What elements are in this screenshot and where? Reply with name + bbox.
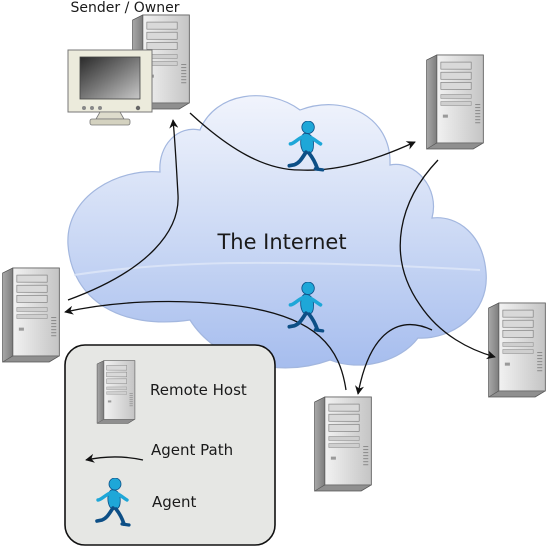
- sender-label: Sender / Owner: [71, 0, 180, 16]
- arrow-icon: [85, 453, 144, 463]
- arrow-host2-to-host3: [355, 324, 433, 395]
- server-tower-icon: [426, 54, 484, 150]
- server-tower-icon: [96, 360, 136, 424]
- arrow-sender-to-host1: [189, 112, 416, 171]
- arrow-host1-to-host2: [399, 159, 496, 360]
- legend-agent-label: Agent: [152, 493, 197, 511]
- legend-agent-path-label: Agent Path: [151, 441, 233, 459]
- cloud-label: The Internet: [216, 230, 346, 254]
- desktop-computer-icon: [67, 49, 153, 126]
- server-tower-icon: [2, 267, 60, 363]
- server-tower-icon: [488, 302, 546, 398]
- server-tower-icon: [314, 396, 372, 492]
- legend-remote-host-label: Remote Host: [150, 381, 247, 399]
- arrow-host3-to-host4: [64, 300, 347, 391]
- legend-box: Remote Host Agent Path Agent: [64, 344, 276, 546]
- agent-path-arrows: [64, 112, 496, 395]
- arrow-host4-to-sender: [67, 119, 179, 301]
